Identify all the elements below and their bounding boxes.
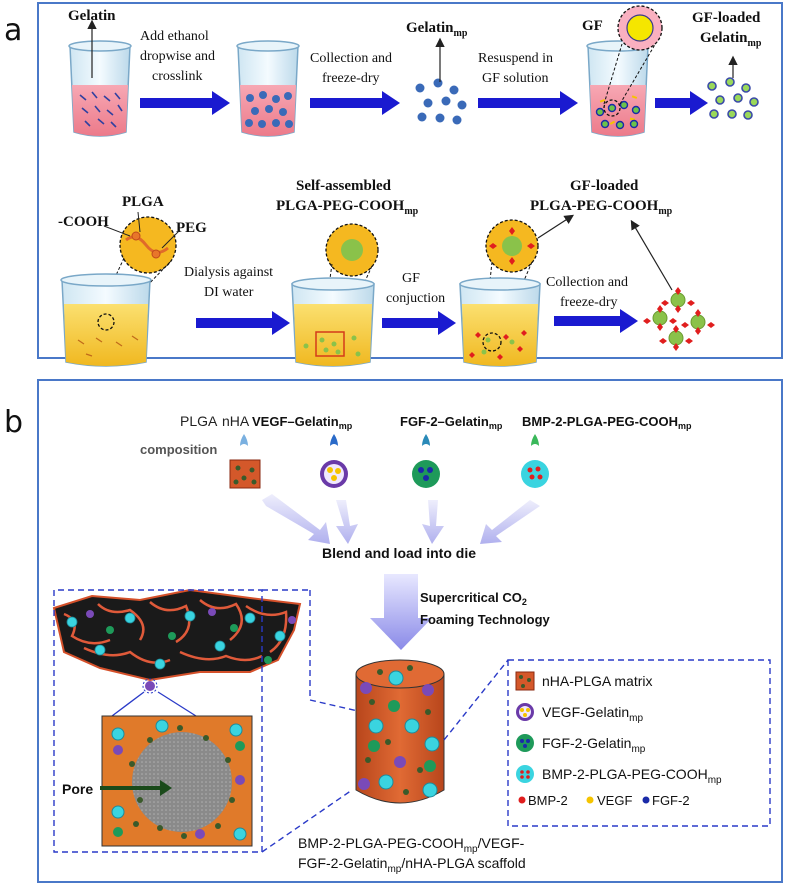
plga-label: PLGA (122, 194, 164, 210)
gf-zoom-circle (603, 5, 663, 105)
step4-text-line1: Dialysis against (184, 265, 273, 280)
legend-vegf-dot (586, 796, 594, 804)
panel-b-label: b (4, 405, 23, 440)
step3-text-line1: Resuspend in (478, 51, 553, 66)
beaker-gelatin-solution (68, 40, 132, 137)
legend-bmp2-label: BMP-2 (528, 793, 568, 808)
beaker-plga-solution (60, 273, 152, 367)
gf-loaded-plga-line2: PLGA-PEG-COOHmp (530, 198, 673, 217)
legend-bmp-label: BMP-2-PLGA-PEG-COOHmp (542, 766, 722, 786)
panel-b-frame (37, 379, 783, 883)
vegf-gelatin-icon (320, 460, 348, 488)
step3-text-line2: GF solution (482, 71, 549, 86)
gf-loaded-plga-pointer (630, 219, 673, 291)
legend-matrix-swatch (515, 671, 535, 691)
foaming-label: Foaming Technology (420, 612, 551, 627)
legend-matrix-label: nHA-PLGA matrix (542, 673, 652, 689)
self-assembled-line2: PLGA-PEG-COOHmp (276, 198, 419, 217)
step2-text-line2: freeze-dry (322, 71, 380, 86)
porous-scaffold-surface (52, 588, 302, 717)
legend-vegf-dot-label: VEGF (597, 793, 632, 808)
fgf-gelatin-header: FGF-2–Gelatinmp (400, 414, 503, 431)
beaker-self-assembled (291, 277, 375, 367)
foaming-arrow (370, 574, 432, 650)
pore-detail-box (101, 715, 253, 847)
step1-arrow (140, 91, 230, 115)
bmp-plga-icon (521, 460, 549, 488)
beaker-gf-loaded-plga (459, 277, 541, 367)
gf-loaded-gelatin-mp (707, 77, 759, 120)
pore-arrow (100, 780, 172, 796)
gelatin-mp-label: Gelatinmp (406, 20, 468, 39)
gf-loaded-label-line1: GF-loaded (692, 10, 761, 26)
scaffold-caption-line1: BMP-2-PLGA-PEG-COOHmp/VEGF- (298, 835, 525, 855)
supercritical-label: Supercritical CO2 (420, 590, 527, 607)
panel-a-frame (37, 2, 783, 359)
fgf-gelatin-icon (412, 460, 440, 488)
gf-label: GF (582, 18, 603, 34)
nha-plga-composition-icon (229, 459, 261, 489)
collection-arrow-2 (554, 309, 638, 333)
gf-loaded-label-line2: Gelatinmp (700, 30, 762, 49)
blend-label: Blend and load into die (322, 545, 476, 561)
step1-text-line1: Add ethanol (140, 29, 209, 44)
self-assembled-zoom (321, 223, 379, 337)
step1-text-line3: crosslink (152, 69, 203, 84)
gf-loaded-plga-line1: GF-loaded (570, 178, 639, 194)
beaker-crosslinked-beads (236, 40, 300, 137)
legend-fgf-label: FGF-2-Gelatinmp (542, 735, 646, 755)
peg-label: PEG (176, 220, 207, 236)
gf-loaded-plga-particles (643, 287, 715, 351)
nha-component-label: nHA (222, 413, 250, 429)
step4-text-line2: DI water (204, 285, 254, 300)
panel-a-label: a (4, 13, 22, 48)
component-drops (240, 434, 539, 446)
legend-bmp-swatch (516, 765, 534, 783)
step5-text-line1: GF (402, 271, 420, 286)
self-assembled-line1: Self-assembled (296, 178, 392, 194)
step6-text-line2: freeze-dry (560, 295, 618, 310)
legend-vegf-label: VEGF-Gelatinmp (542, 704, 643, 724)
legend-box (507, 659, 771, 827)
scaffold-caption-line2: FGF-2-Gelatinmp/nHA-PLGA scaffold (298, 855, 526, 875)
vegf-gelatin-header: VEGF–Gelatinmp (252, 414, 353, 431)
pore-label: Pore (62, 781, 93, 797)
bmp-header: BMP-2-PLGA-PEG-COOHmp (522, 414, 692, 431)
step1-text-line2: dropwise and (140, 49, 215, 64)
legend-vegf-swatch (516, 703, 534, 721)
plga-zoom-circle (97, 211, 181, 317)
step5-text-line2: conjuction (386, 291, 445, 306)
composition-label: composition (140, 442, 217, 457)
legend-fgf2-dot (642, 796, 650, 804)
step2-arrow (310, 91, 400, 115)
legend-fgf2-dot-label: FGF-2 (652, 793, 690, 808)
gf-conjugation-arrow (382, 311, 456, 335)
legend-bmp2-dot (518, 796, 526, 804)
cooh-label: -COOH (58, 214, 109, 230)
cylinder-scaffold (355, 659, 445, 804)
step2-text-line1: Collection and (310, 51, 392, 66)
legend-fgf-swatch (516, 734, 534, 752)
beaker-gf-resuspension (586, 40, 650, 137)
gelatin-label: Gelatin (68, 8, 116, 24)
gelatin-microparticles (415, 78, 467, 125)
step3-arrow (478, 91, 578, 115)
step6-text-line1: Collection and (546, 275, 628, 290)
dialysis-arrow (196, 311, 290, 335)
plga-component-label: PLGA (180, 413, 218, 429)
step4-arrow (655, 91, 708, 115)
converging-arrows (262, 494, 540, 544)
